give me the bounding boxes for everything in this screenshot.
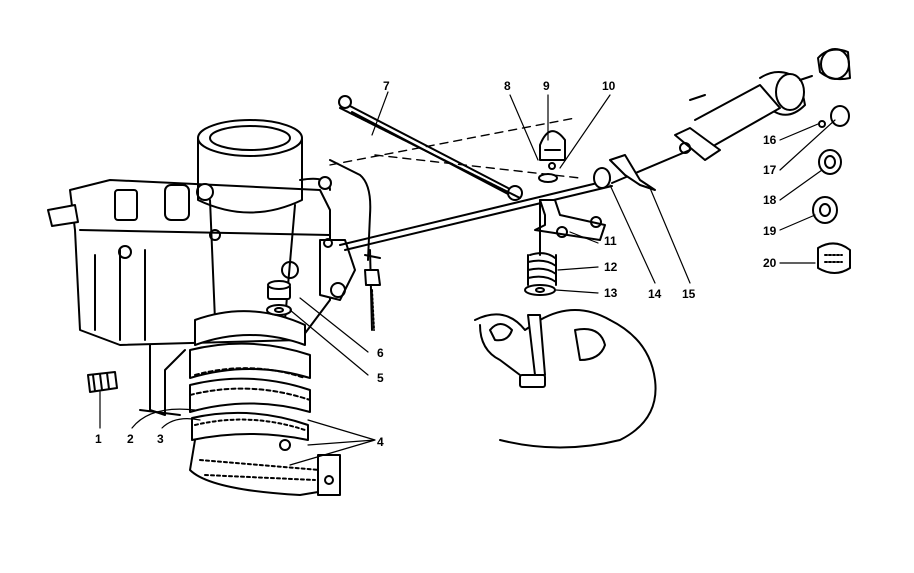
cable-housing-tube xyxy=(674,71,813,161)
carburetor-spacers xyxy=(189,310,311,451)
mounting-bracket xyxy=(139,344,341,496)
callout-1: 1 xyxy=(95,432,102,446)
callout-9: 9 xyxy=(543,79,550,93)
callout-2: 2 xyxy=(127,432,134,446)
callout-17: 17 xyxy=(763,163,777,177)
callout-15: 15 xyxy=(682,287,696,301)
intake-manifold-outline xyxy=(474,309,657,449)
callout-18: 18 xyxy=(763,193,777,207)
callout-7: 7 xyxy=(383,79,390,93)
callout-6: 6 xyxy=(377,346,384,360)
parts-8-10-fittings xyxy=(538,130,566,183)
carburetor-body xyxy=(47,179,331,346)
callout-12: 12 xyxy=(604,260,618,274)
callout-16: 16 xyxy=(763,133,777,147)
callout-8: 8 xyxy=(504,79,511,93)
part-7-rod xyxy=(338,95,523,201)
callout-5: 5 xyxy=(377,371,384,385)
callout-13: 13 xyxy=(604,286,618,300)
parts-14-15-clip-bracket xyxy=(593,154,656,191)
leader-lines xyxy=(99,91,836,466)
callout-11: 11 xyxy=(604,234,617,248)
callout-20: 20 xyxy=(763,256,777,270)
parts-5-6-nut-washer xyxy=(266,280,292,316)
callout-19: 19 xyxy=(763,224,777,238)
throttle-cable xyxy=(339,149,691,251)
callout-14: 14 xyxy=(648,287,662,301)
parts-11-13-lever-spring xyxy=(524,199,606,296)
throttle-linkage xyxy=(319,159,381,331)
callout-3: 3 xyxy=(157,432,164,446)
parts-16-20-fittings xyxy=(812,48,851,274)
callout-4: 4 xyxy=(377,435,384,449)
callout-10: 10 xyxy=(602,79,616,93)
part-1-bushing xyxy=(87,371,118,393)
